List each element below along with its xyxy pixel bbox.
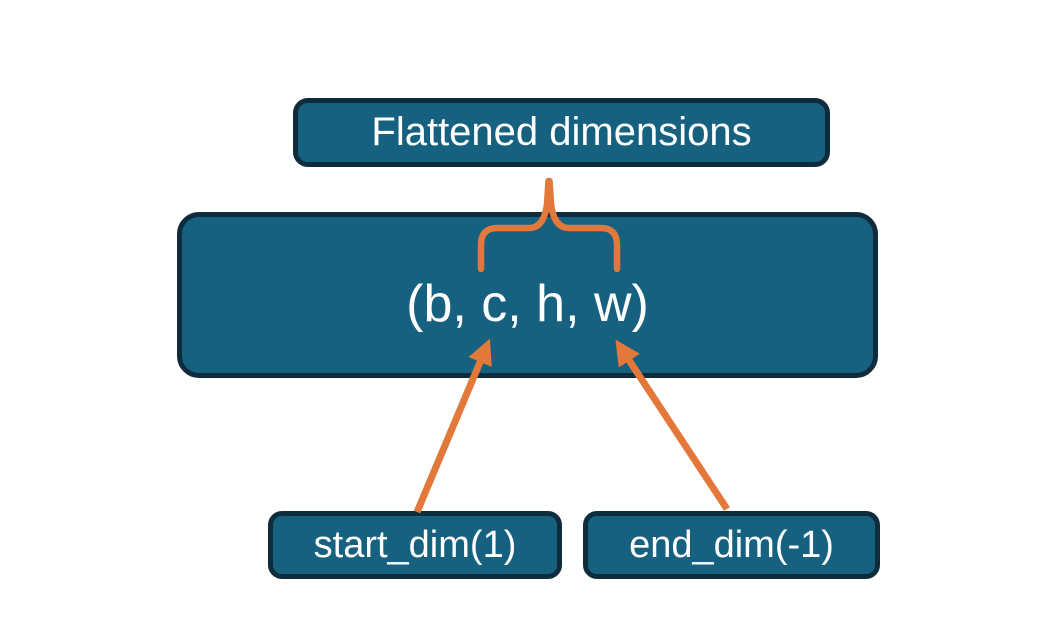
start-dim-box: start_dim(1) — [268, 511, 562, 579]
flattened-dimensions-box: Flattened dimensions — [293, 98, 830, 167]
tensor-shape-box: (b, c, h, w) — [177, 212, 878, 378]
start-dim-label: start_dim(1) — [313, 523, 517, 566]
flattened-dimensions-label: Flattened dimensions — [371, 110, 752, 154]
end-dim-label: end_dim(-1) — [629, 523, 834, 566]
end-dim-box: end_dim(-1) — [583, 511, 880, 579]
tensor-shape-label: (b, c, h, w) — [406, 275, 649, 333]
